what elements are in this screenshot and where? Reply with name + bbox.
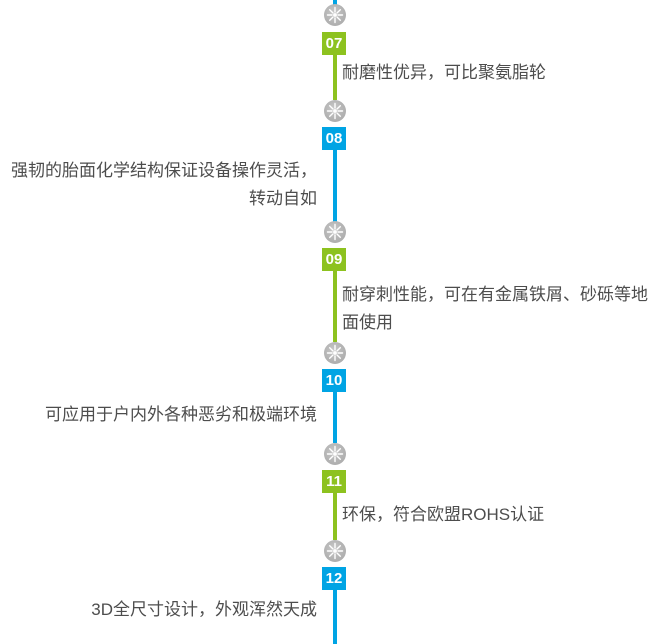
step-badge-09: 09 <box>322 248 346 271</box>
step-label-08: 强韧的胎面化学结构保证设备操作灵活， 转动自如 <box>11 157 317 213</box>
connector-segment <box>333 392 337 443</box>
step-label-12: 3D全尺寸设计，外观浑然天成 <box>91 596 317 624</box>
step-label-10: 可应用于户内外各种恶劣和极端环境 <box>45 401 317 429</box>
step-badge-07: 07 <box>322 32 346 55</box>
star-node <box>324 443 346 465</box>
step-label-line: 可应用于户内外各种恶劣和极端环境 <box>45 405 317 424</box>
connector-segment <box>333 590 337 644</box>
star-node <box>324 4 346 26</box>
connector-segment <box>333 271 337 342</box>
connector-segment <box>333 493 337 540</box>
step-label-07: 耐磨性优异，可比聚氨脂轮 <box>342 59 546 87</box>
star-node <box>324 540 346 562</box>
step-label-11: 环保，符合欧盟ROHS认证 <box>342 501 544 529</box>
step-label-line: 转动自如 <box>249 189 317 208</box>
step-badge-08: 08 <box>322 127 346 150</box>
connector-segment-top <box>333 0 337 5</box>
step-label-line: 环保，符合欧盟ROHS认证 <box>342 505 545 524</box>
step-label-line: 耐磨性优异，可比聚氨脂轮 <box>342 63 546 82</box>
step-badge-12: 12 <box>322 567 346 590</box>
star-node <box>324 100 346 122</box>
step-label-line: 面使用 <box>342 313 393 332</box>
connector-segment <box>333 55 337 100</box>
step-badge-10: 10 <box>322 369 346 392</box>
step-label-line: 3D全尺寸设计，外观浑然天成 <box>91 600 317 619</box>
star-icon <box>326 542 344 560</box>
star-icon <box>326 6 344 24</box>
star-icon <box>326 344 344 362</box>
connector-segment <box>333 150 337 222</box>
star-icon <box>326 445 344 463</box>
star-node <box>324 342 346 364</box>
star-icon <box>326 223 344 241</box>
step-label-line: 耐穿刺性能，可在有金属铁屑、砂砾等地 <box>342 285 648 304</box>
star-icon <box>326 102 344 120</box>
step-badge-11: 11 <box>322 470 346 493</box>
step-label-line: 强韧的胎面化学结构保证设备操作灵活， <box>11 161 317 180</box>
step-label-09: 耐穿刺性能，可在有金属铁屑、砂砾等地 面使用 <box>342 281 648 337</box>
star-node <box>324 221 346 243</box>
